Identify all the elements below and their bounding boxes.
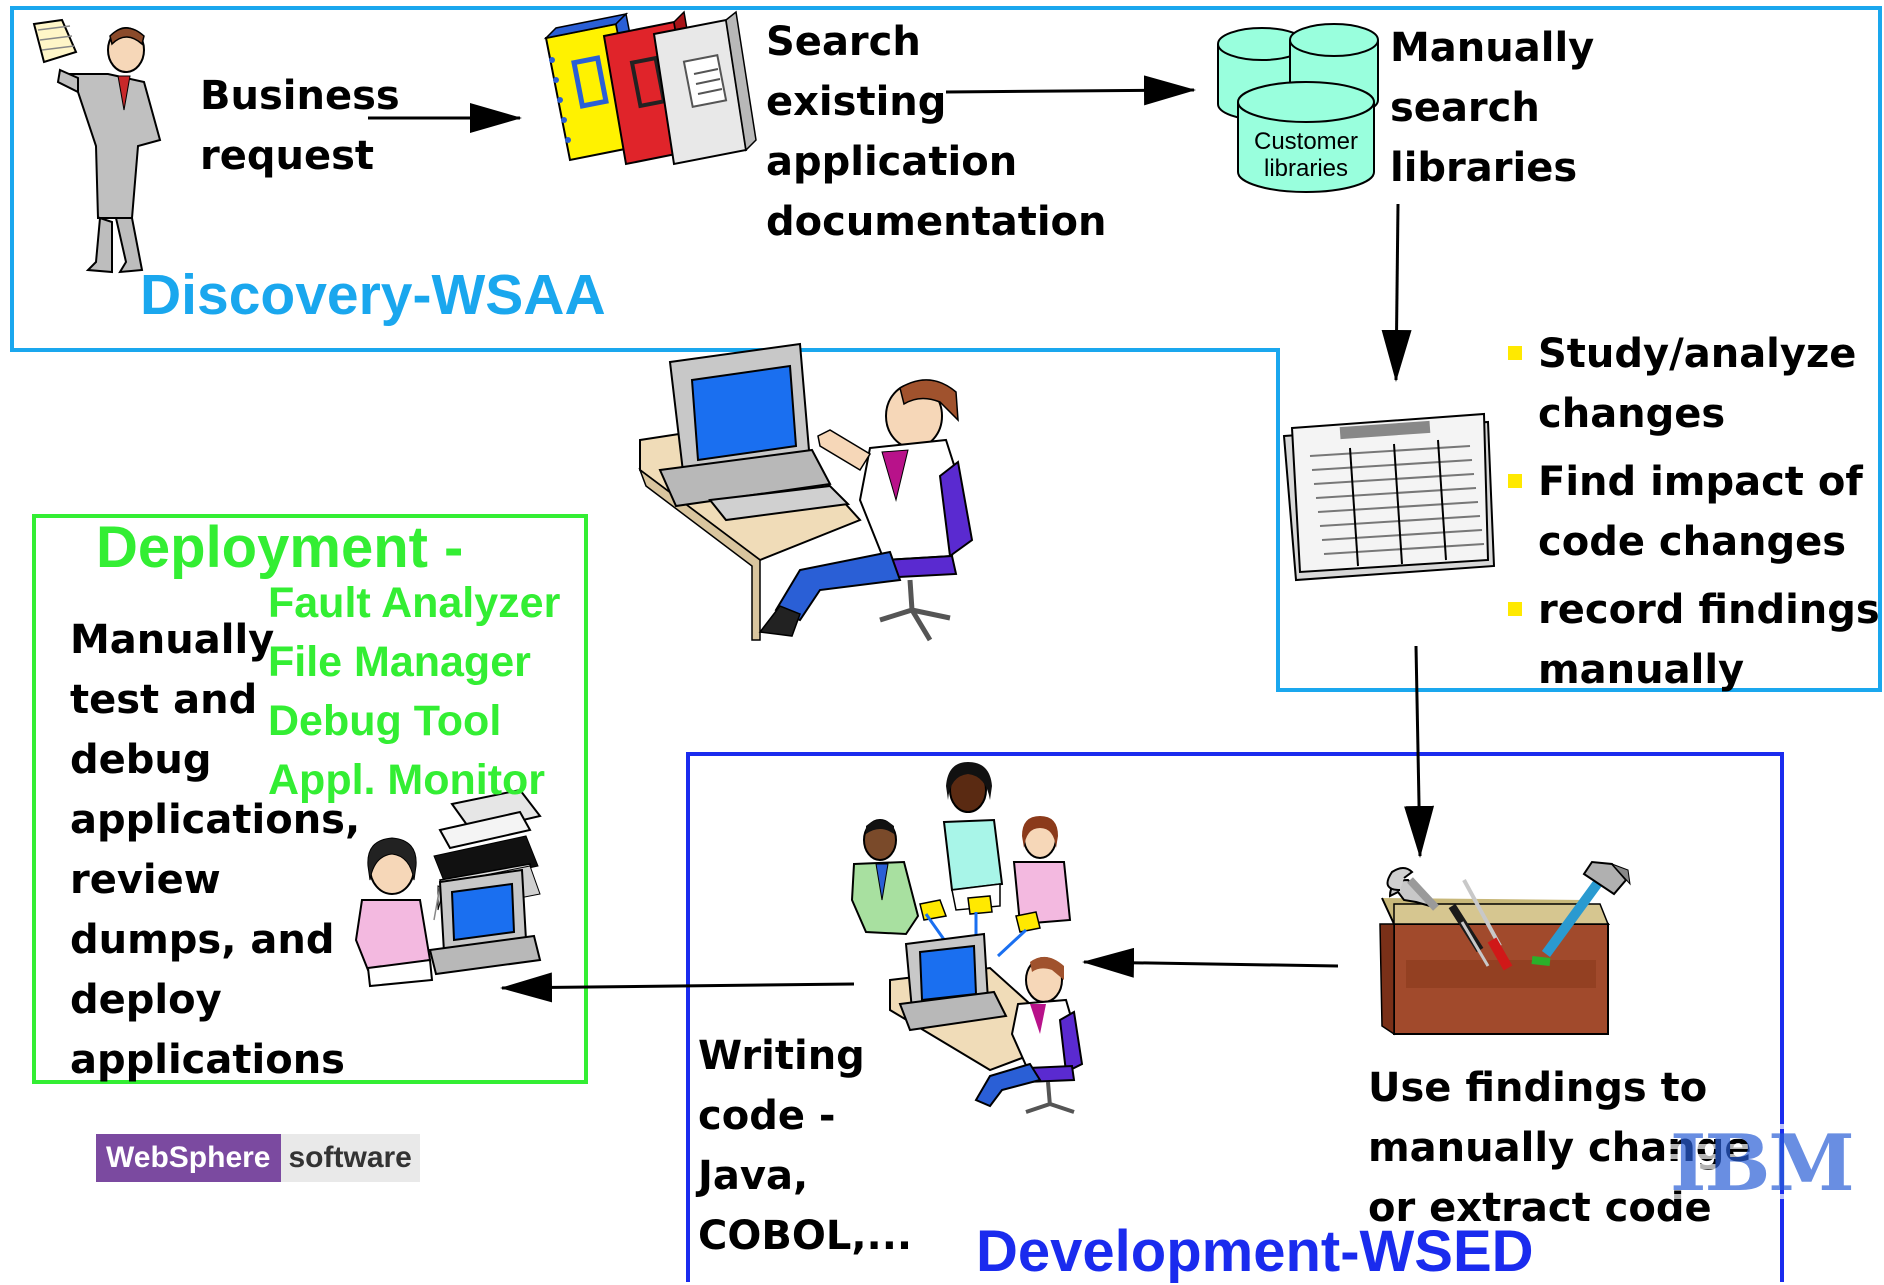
bullet-marker — [1508, 602, 1522, 616]
arrow-team-to-deployment — [500, 972, 855, 1003]
tool-fault-analyzer: Fault Analyzer — [268, 579, 561, 627]
software-wordmark: software — [280, 1134, 420, 1182]
database-icon — [1217, 23, 1379, 193]
programmer-icon — [638, 342, 974, 642]
arrow-toolbox-to-team — [1082, 947, 1339, 978]
tool-debug-tool: Debug Tool — [268, 697, 502, 745]
discovery-frame — [10, 6, 1882, 692]
tester-icon — [354, 788, 542, 988]
bullet-marker — [1508, 346, 1522, 360]
websphere-wordmark: WebSphere — [96, 1134, 281, 1182]
manual-search-label: Manually search libraries — [1390, 25, 1595, 191]
findings-label: Use findings to manually change or extra… — [1368, 1065, 1752, 1231]
bullet-marker — [1508, 474, 1522, 488]
tool-appl-monitor: Appl. Monitor — [268, 756, 546, 804]
deployment-description: Manually test and debug applications, re… — [70, 617, 361, 1083]
team-icon — [850, 762, 1084, 1114]
businessman-icon — [32, 18, 162, 274]
deployment-tools: Fault Analyzer File Manager Debug Tool A… — [268, 574, 560, 810]
binders-icon — [543, 10, 757, 166]
tool-file-manager: File Manager — [268, 638, 531, 686]
arrow-analysis-to-toolbox — [1404, 645, 1435, 858]
arrow-docs-to-libraries — [945, 75, 1196, 106]
database-label: Customer libraries — [1253, 128, 1359, 182]
business-request-label: Business request — [200, 73, 400, 179]
report-icon — [1282, 412, 1496, 582]
development-title: Development-WSED — [976, 1219, 1534, 1284]
deployment-frame — [32, 514, 588, 1084]
search-docs-label: Search existing application documentatio… — [766, 19, 1107, 245]
toolbox-icon — [1379, 860, 1631, 1036]
writing-code-label: Writing code - Java, COBOL,... — [698, 1033, 913, 1259]
ibm-wordmark: IBM — [1670, 1118, 1855, 1209]
arrow-libraries-to-analysis — [1381, 203, 1412, 382]
deployment-title: Deployment - — [96, 515, 464, 580]
development-frame — [686, 752, 1784, 1282]
discovery-title: Discovery-WSAA — [140, 263, 606, 327]
websphere-logo: WebSphere software — [96, 1134, 420, 1182]
